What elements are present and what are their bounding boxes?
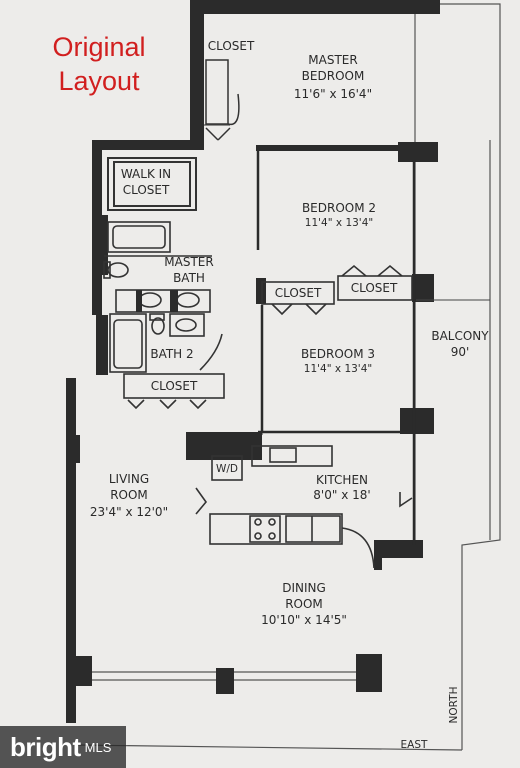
title-line-2: Layout <box>58 66 140 96</box>
watermark-suffix: MLS <box>84 739 112 755</box>
closet-master-label: CLOSET <box>208 39 255 53</box>
bath2-fixtures <box>109 313 223 373</box>
master-bath-line2: BATH <box>173 271 205 285</box>
room-walls-thin <box>256 150 416 545</box>
bedroom2-dims: 11'4" x 13'4" <box>305 217 373 229</box>
dining-room-dims: 10'10" x 14'5" <box>261 613 347 627</box>
kitchen-dims: 8'0" x 18' <box>313 488 370 502</box>
title-line-1: Original <box>52 32 146 62</box>
dining-room-name-2: ROOM <box>285 597 323 611</box>
living-room-name-1: LIVING <box>109 472 149 486</box>
kitchen-name: KITCHEN <box>316 473 368 487</box>
kitchen-counters <box>195 445 413 569</box>
walk-in-closet-box <box>107 157 197 211</box>
vanity-dividers <box>136 290 178 312</box>
walk-in-closet-line2: CLOSET <box>123 183 170 197</box>
closet-bath2-label: CLOSET <box>151 379 198 393</box>
master-bedroom-name-1: MASTER <box>308 53 357 67</box>
watermark: bright MLS <box>0 726 126 768</box>
closet-bedroom-left-label: CLOSET <box>275 286 322 300</box>
bedroom3-dims: 11'4" x 13'4" <box>304 363 372 375</box>
master-bedroom-dims: 11'6" x 16'4" <box>294 87 372 101</box>
page-title: Original Layout <box>14 30 184 98</box>
living-room-dims: 23'4" x 12'0" <box>90 505 168 519</box>
living-room-name-2: ROOM <box>110 488 148 502</box>
walk-in-closet-line1: WALK IN <box>121 167 171 181</box>
east-label: EAST <box>401 739 428 751</box>
watermark-brand: bright <box>10 731 81 762</box>
bedroom-closets-box <box>261 264 413 316</box>
master-bath-line1: MASTER <box>164 255 213 269</box>
master-closet-doors <box>205 59 240 141</box>
closet-bedroom-right-label: CLOSET <box>351 281 398 295</box>
master-bedroom-name-2: BEDROOM <box>302 69 365 83</box>
master-bath-fixtures <box>103 221 212 313</box>
balcony-dims: 90' <box>451 345 470 359</box>
bedroom3-name: BEDROOM 3 <box>301 347 375 361</box>
bath2-closet-box <box>123 373 225 410</box>
north-label: NORTH <box>448 687 460 724</box>
dining-room-name-1: DINING <box>282 581 326 595</box>
washer-dryer-label: W/D <box>216 463 238 475</box>
bath2-label: BATH 2 <box>150 347 193 361</box>
bedroom2-name: BEDROOM 2 <box>302 201 376 215</box>
balcony-name: BALCONY <box>431 329 489 343</box>
